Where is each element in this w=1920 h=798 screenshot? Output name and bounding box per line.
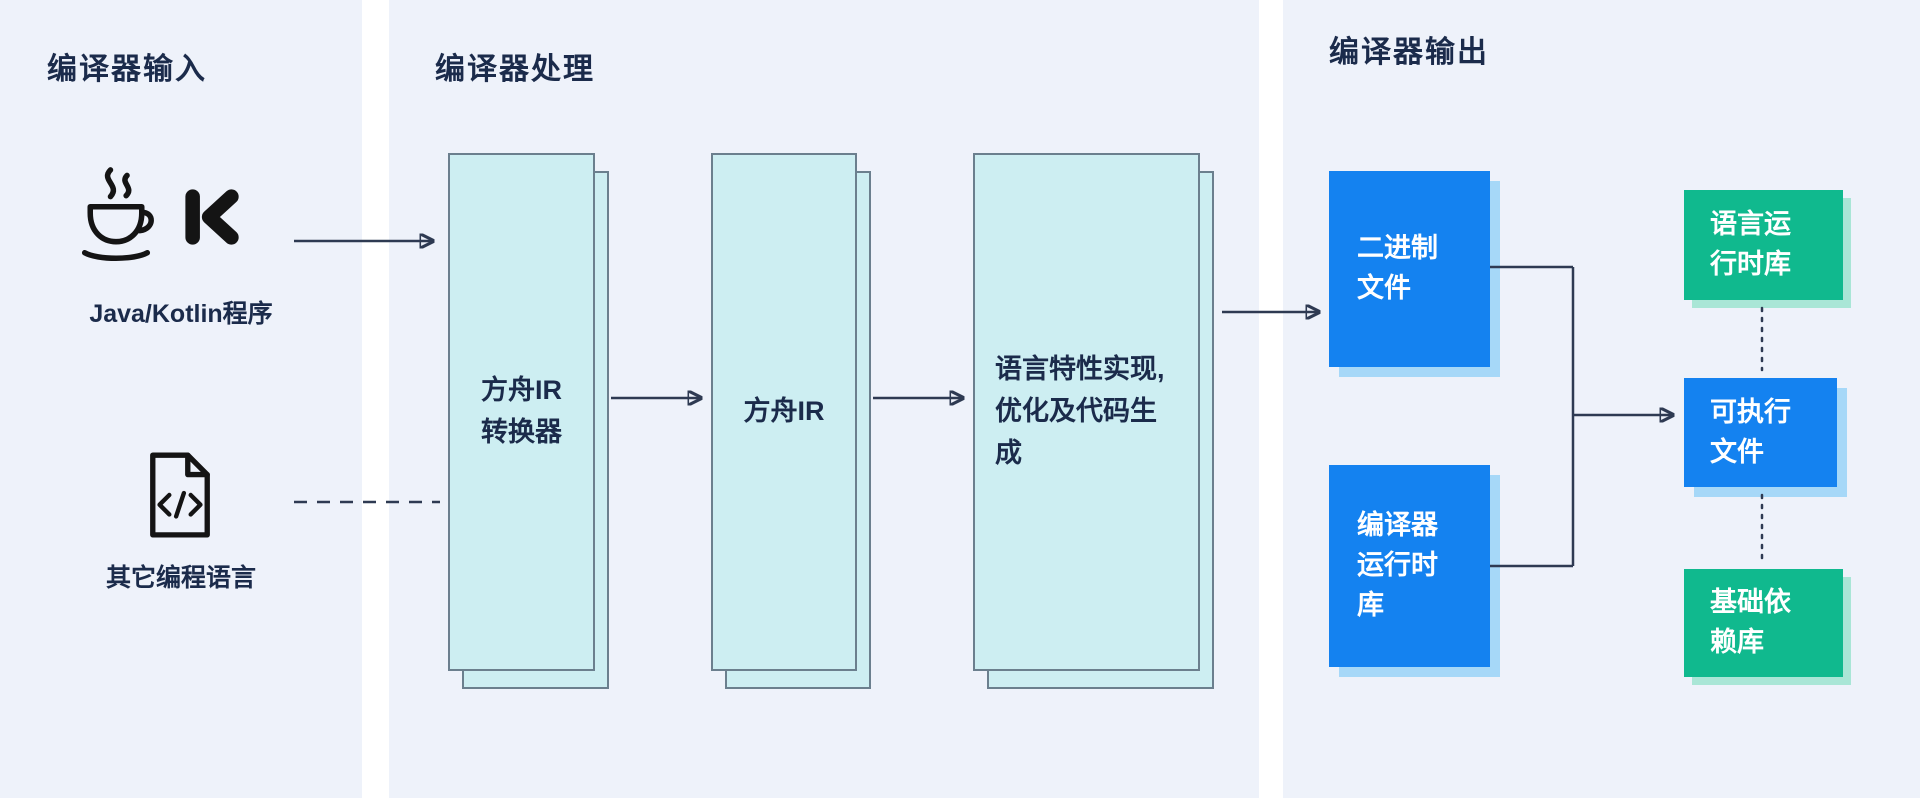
code-file-icon: [150, 452, 210, 538]
title-compiler-output: 编译器输出: [1329, 36, 1489, 69]
base-dependency-label: 基础依 赖库: [1710, 587, 1791, 657]
binary-file-label: 二进制 文件: [1357, 233, 1438, 303]
executable-file-label: 可执行 文件: [1710, 396, 1791, 467]
stacked-box-front: 方舟IR: [711, 153, 857, 671]
codegen-optimization-box: 语言特性实现, 优化及代码生 成: [973, 153, 1214, 689]
base-dependency-box: 基础依 赖库: [1684, 569, 1843, 677]
title-compiler-process: 编译器处理: [435, 53, 595, 86]
java-coffee-cup-icon: [81, 167, 154, 261]
compiler-runtime-label: 编译器 运行时 库: [1357, 510, 1438, 620]
codegen-optimization-label: 语言特性实现, 优化及代码生 成: [995, 354, 1165, 468]
ark-ir-converter-label: 方舟IR 转换器: [481, 375, 562, 447]
ark-ir-box: 方舟IR: [711, 153, 871, 689]
executable-file-box: 可执行 文件: [1684, 378, 1837, 487]
language-runtime-box: 语言运 行时库: [1684, 190, 1843, 300]
stacked-box-front: 语言特性实现, 优化及代码生 成: [973, 153, 1200, 671]
kotlin-k-icon: [185, 189, 239, 245]
panel-compiler-input: [0, 0, 362, 798]
ark-ir-converter-box: 方舟IR 转换器: [448, 153, 609, 689]
ark-ir-label: 方舟IR: [743, 396, 825, 427]
other-languages-label: 其它编程语言: [105, 564, 256, 592]
java-kotlin-program-label: Java/Kotlin程序: [89, 300, 273, 328]
binary-file-box: 二进制 文件: [1329, 171, 1490, 367]
compiler-runtime-box: 编译器 运行时 库: [1329, 465, 1490, 667]
language-runtime-label: 语言运 行时库: [1710, 209, 1791, 279]
stacked-box-front: 方舟IR 转换器: [448, 153, 595, 671]
title-compiler-input: 编译器输入: [47, 53, 207, 86]
